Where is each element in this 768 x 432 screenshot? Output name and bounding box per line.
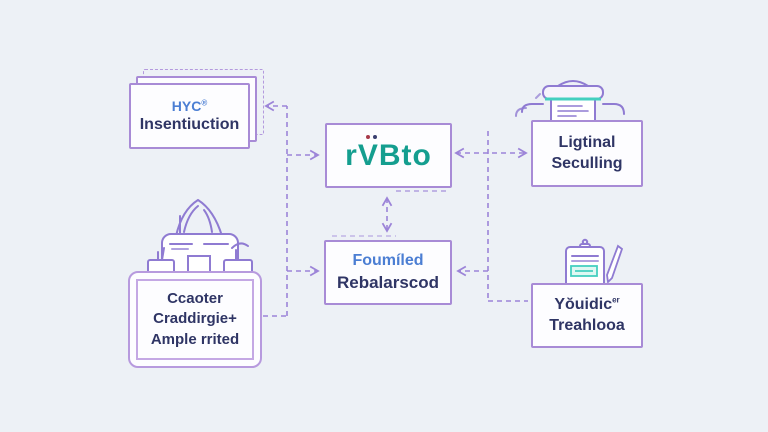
counter-line1: Ccaoter bbox=[167, 290, 223, 308]
node-funnel: Foumíled Rebalarscod bbox=[324, 240, 452, 305]
funnel-line1: Foumíled bbox=[352, 252, 424, 270]
node-kyc: HYC® Insentiuction bbox=[129, 83, 250, 149]
factory-building-icon bbox=[138, 194, 262, 276]
node-counter: Ccaoter Craddirgie+ Ample rrited bbox=[128, 271, 262, 368]
logo-dot-red bbox=[366, 135, 371, 139]
counter-inner-frame: Ccaoter Craddirgie+ Ample rrited bbox=[136, 279, 254, 360]
funnel-line2: Rebalarscod bbox=[336, 272, 440, 292]
youidic-line1: Yŏuidicer bbox=[554, 295, 620, 313]
kyc-subtitle: Insentiuction bbox=[139, 115, 240, 133]
printer-icon bbox=[512, 74, 634, 124]
youidic-mark: er bbox=[612, 295, 620, 305]
node-youidic: Yŏuidicer Treahlooa bbox=[531, 283, 643, 348]
youidic-line2: Treahlooa bbox=[549, 316, 625, 334]
kyc-title-mark: ® bbox=[201, 97, 208, 107]
brand-logo-text: rVBto bbox=[345, 139, 432, 172]
kyc-title: HYC® bbox=[171, 97, 208, 114]
brand-logo: rVBto bbox=[345, 135, 432, 175]
node-logo: rVBto bbox=[325, 123, 452, 188]
clipboard-pencil-icon bbox=[556, 238, 628, 288]
node-digital: Ligtinal Seculling bbox=[531, 120, 643, 187]
counter-line2: Craddirgie+ bbox=[153, 310, 237, 328]
counter-line3: Ample rrited bbox=[150, 330, 240, 348]
logo-dot-navy bbox=[373, 135, 378, 139]
digital-line2: Seculling bbox=[551, 154, 623, 172]
digital-line1: Ligtinal bbox=[558, 133, 616, 151]
